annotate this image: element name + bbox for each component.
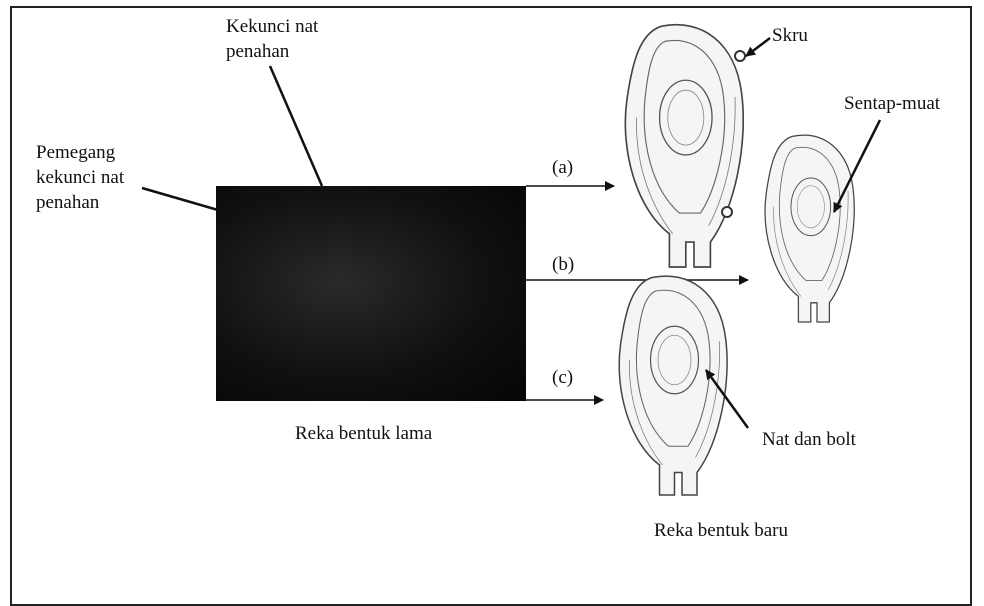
part-c: [619, 276, 727, 495]
holder-leader: [142, 188, 218, 210]
diagram-drawing: [0, 0, 984, 589]
part-a: [625, 25, 743, 267]
screw-1-icon: [735, 51, 745, 61]
screw-2-icon: [722, 207, 732, 217]
screw-callout: [746, 38, 770, 56]
part-b: [765, 135, 854, 322]
locknut-leader: [270, 66, 322, 186]
